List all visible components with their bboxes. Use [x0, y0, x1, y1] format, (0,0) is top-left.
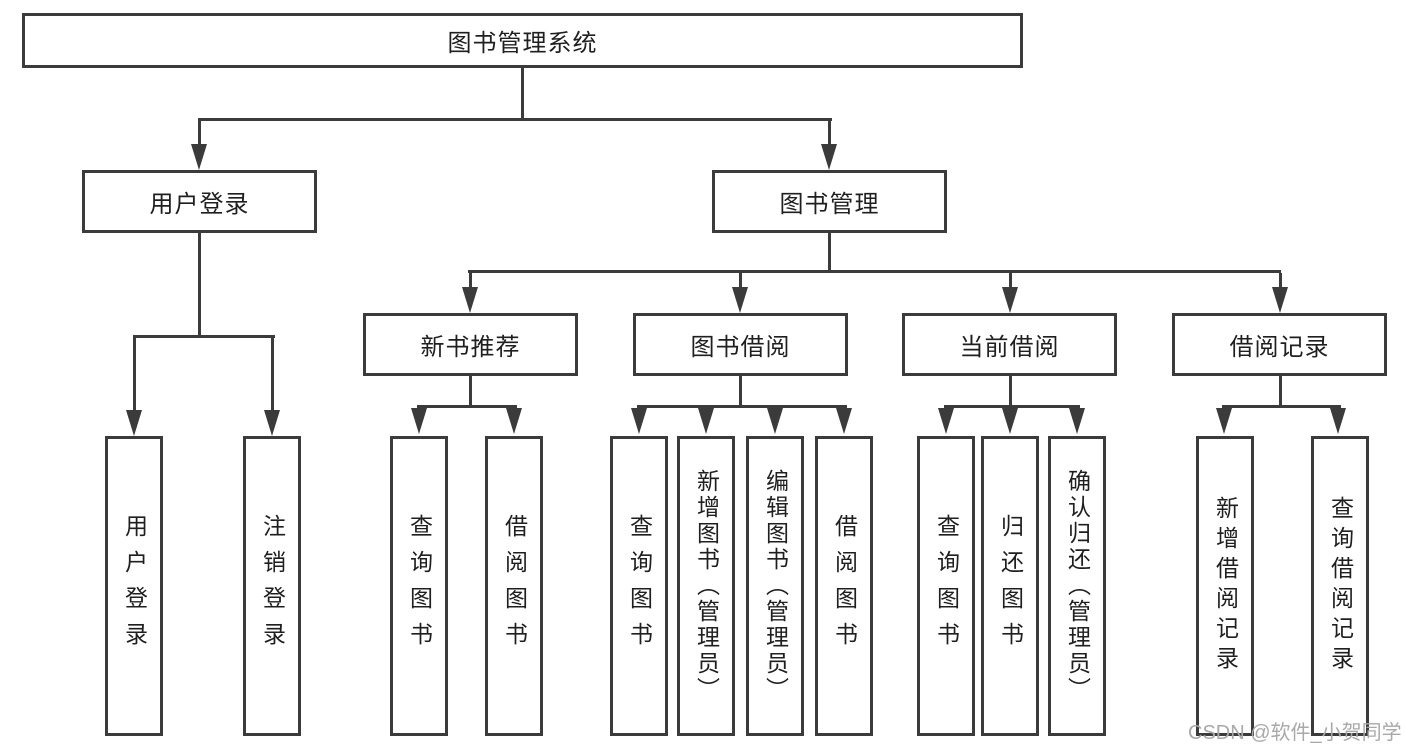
node-root-library-management-system: 图书管理系统: [22, 13, 1023, 68]
arrow-down-icon: [462, 287, 478, 313]
connector: [271, 338, 274, 412]
node-current-borrow: 当前借阅: [902, 313, 1117, 376]
arrow-down-icon: [1002, 287, 1018, 313]
arrow-down-icon: [938, 408, 954, 434]
connector: [944, 405, 1080, 408]
leaf-logout: 注销登录: [243, 436, 301, 736]
node-book-management: 图书管理: [712, 170, 947, 233]
leaf-edit-book-admin: 编辑图书（管理员）: [746, 436, 804, 736]
connector: [469, 376, 472, 408]
arrow-down-icon: [836, 408, 852, 434]
node-label: 借阅图书: [501, 514, 528, 658]
node-label: 借阅记录: [1229, 334, 1330, 361]
arrow-down-icon: [698, 408, 714, 434]
connector: [417, 405, 517, 408]
arrow-down-icon: [126, 410, 142, 436]
csdn-watermark: CSDN @软件_小贺同学: [1188, 722, 1402, 744]
connector: [133, 338, 136, 412]
leaf-confirm-return-admin: 确认归还（管理员）: [1048, 436, 1106, 736]
node-label: 借阅图书: [831, 514, 858, 658]
node-label: 查询图书: [406, 514, 433, 658]
connector: [521, 68, 524, 120]
node-label: 新增借阅记录: [1212, 496, 1239, 676]
node-book-borrow: 图书借阅: [633, 313, 848, 376]
connector: [133, 335, 275, 338]
connector: [198, 118, 832, 121]
connector: [198, 121, 201, 146]
leaf-return-book: 归还图书: [981, 436, 1039, 736]
node-label: 用户登录: [149, 191, 250, 218]
leaf-add-book-admin: 新增图书（管理员）: [677, 436, 735, 736]
connector: [1222, 405, 1341, 408]
connector: [739, 273, 742, 289]
arrow-down-icon: [631, 408, 647, 434]
connector: [1009, 273, 1012, 289]
connector: [1279, 376, 1282, 408]
leaf-query-book: 查询图书: [610, 436, 668, 736]
arrow-down-icon: [1330, 408, 1346, 434]
node-label: 图书借阅: [690, 334, 791, 361]
node-label: 查询图书: [933, 514, 960, 658]
node-new-book-recommend: 新书推荐: [363, 313, 578, 376]
connector: [1009, 376, 1012, 408]
connector: [828, 121, 831, 146]
node-label: 新书推荐: [420, 334, 521, 361]
node-label: 编辑图书（管理员）: [762, 469, 789, 703]
arrow-down-icon: [264, 410, 280, 436]
node-label: 图书管理: [779, 191, 880, 218]
leaf-query-book: 查询图书: [917, 436, 975, 736]
leaf-query-book: 查询图书: [390, 436, 448, 736]
arrow-down-icon: [821, 144, 837, 170]
node-label: 当前借阅: [959, 334, 1060, 361]
connector: [828, 233, 831, 273]
arrow-down-icon: [411, 408, 427, 434]
arrow-down-icon: [506, 408, 522, 434]
node-borrow-records: 借阅记录: [1172, 313, 1387, 376]
leaf-user-login: 用户登录: [105, 436, 163, 736]
node-label: 注销登录: [259, 514, 286, 658]
arrow-down-icon: [191, 144, 207, 170]
arrow-down-icon: [767, 408, 783, 434]
node-label: 确认归还（管理员）: [1064, 469, 1091, 703]
connector: [1279, 273, 1282, 289]
arrow-down-icon: [1216, 408, 1232, 434]
connector: [198, 233, 201, 338]
node-label: 用户登录: [121, 514, 148, 658]
leaf-borrow-book: 借阅图书: [485, 436, 543, 736]
node-label: 查询借阅记录: [1327, 496, 1354, 676]
leaf-query-borrow-record: 查询借阅记录: [1311, 436, 1369, 736]
connector: [739, 376, 742, 408]
arrow-down-icon: [1002, 408, 1018, 434]
node-label: 查询图书: [626, 514, 653, 658]
leaf-borrow-book: 借阅图书: [815, 436, 873, 736]
leaf-add-borrow-record: 新增借阅记录: [1196, 436, 1254, 736]
node-label: 图书管理系统: [447, 30, 598, 57]
node-label: 新增图书（管理员）: [693, 469, 720, 703]
node-label: 归还图书: [997, 514, 1024, 658]
connector: [468, 270, 1281, 273]
connector: [637, 405, 847, 408]
connector: [469, 273, 472, 289]
arrow-down-icon: [1272, 287, 1288, 313]
node-user-login: 用户登录: [82, 170, 317, 233]
arrow-down-icon: [1069, 408, 1085, 434]
arrow-down-icon: [732, 287, 748, 313]
